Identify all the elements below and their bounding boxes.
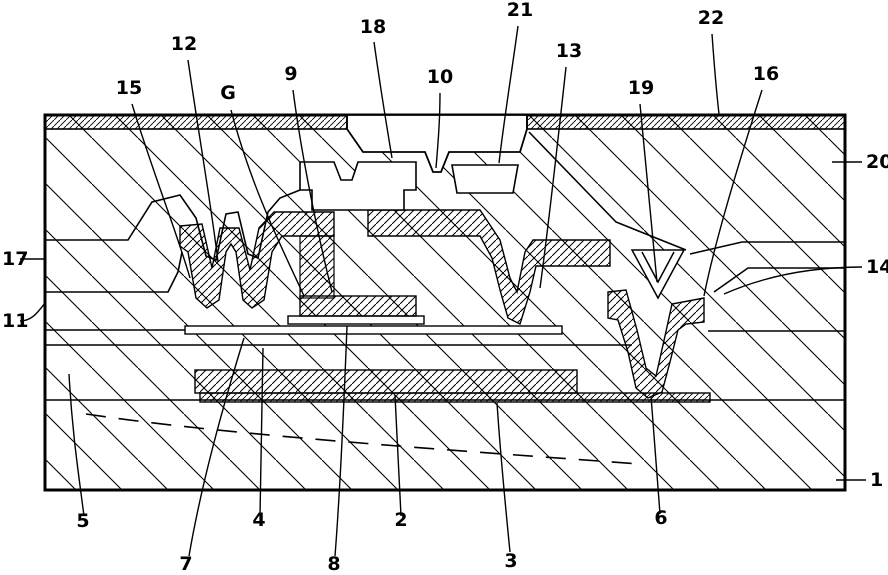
leader-line-10 <box>435 92 441 169</box>
leader-line-11 <box>19 302 46 322</box>
ref-label-5: 5 <box>76 510 89 532</box>
leader-line-19 <box>639 103 658 283</box>
electrode-21 <box>451 164 519 194</box>
leader-line-6 <box>650 395 661 515</box>
electrode-18 <box>299 161 417 211</box>
leader-line-16 <box>703 89 763 297</box>
ref-label-3: 3 <box>504 550 517 572</box>
leader-line-3 <box>496 402 511 553</box>
drain-electrode-13 <box>367 209 611 325</box>
source-electrode-12 <box>179 211 335 309</box>
layer-boundary-right-mid <box>713 267 845 293</box>
ref-label-11: 11 <box>2 310 28 332</box>
ref-label-2: 2 <box>394 509 407 531</box>
ref-label-8: 8 <box>327 553 340 575</box>
leader-line-12 <box>187 59 219 263</box>
leader-line-4 <box>259 347 264 517</box>
contact-dip-outer <box>630 249 686 300</box>
ref-label-12: 12 <box>171 33 197 55</box>
ref-label-1: 1 <box>870 469 883 491</box>
ref-label-22: 22 <box>698 7 724 29</box>
ref-label-19: 19 <box>628 77 654 99</box>
contact-dip-inner <box>641 251 675 284</box>
leader-line-5 <box>68 373 85 517</box>
leader-line-15 <box>131 103 191 279</box>
electrode-connector <box>299 235 335 299</box>
leader-line-13 <box>539 66 567 289</box>
ref-label-7: 7 <box>179 553 192 575</box>
leader-line-14 <box>723 266 863 295</box>
ref-label-6: 6 <box>654 507 667 529</box>
ref-label-18: 18 <box>360 16 386 38</box>
leader-line-21 <box>498 25 519 164</box>
ref-label-20: 20 <box>866 151 888 173</box>
ref-label-17: 17 <box>2 248 28 270</box>
leader-line-8 <box>334 325 348 557</box>
layer-boundary-left-mid <box>45 251 183 293</box>
ref-label-21: 21 <box>507 0 533 21</box>
ref-label-14: 14 <box>866 256 888 278</box>
layer-boundary-right-step <box>528 131 687 251</box>
leader-line-22 <box>711 33 720 115</box>
ref-label-G: G <box>220 82 236 104</box>
gate-electrode-2 <box>194 369 578 394</box>
upper-gate-electrode-9 <box>299 295 417 317</box>
ref-label-9: 9 <box>284 63 297 85</box>
thin-film-layer-3 <box>199 392 711 403</box>
leader-line-18 <box>373 41 393 159</box>
ref-label-13: 13 <box>556 40 582 62</box>
substrate-dashed-line <box>85 413 641 465</box>
ref-label-4: 4 <box>252 509 265 531</box>
background-hatch <box>46 116 844 489</box>
leader-line-7 <box>188 337 245 557</box>
layer-boundary-right-upper <box>689 241 845 255</box>
insulator-layer-8 <box>287 315 425 325</box>
ref-label-15: 15 <box>116 77 142 99</box>
ref-label-10: 10 <box>427 66 453 88</box>
ref-label-16: 16 <box>753 63 779 85</box>
contact-electrode-6 <box>607 289 705 399</box>
leader-line-2 <box>394 394 402 517</box>
leader-line-G <box>230 109 305 297</box>
semiconductor-layer-7 <box>184 325 563 335</box>
leader-line-9 <box>292 89 333 293</box>
top-layer-22-right <box>526 114 846 130</box>
